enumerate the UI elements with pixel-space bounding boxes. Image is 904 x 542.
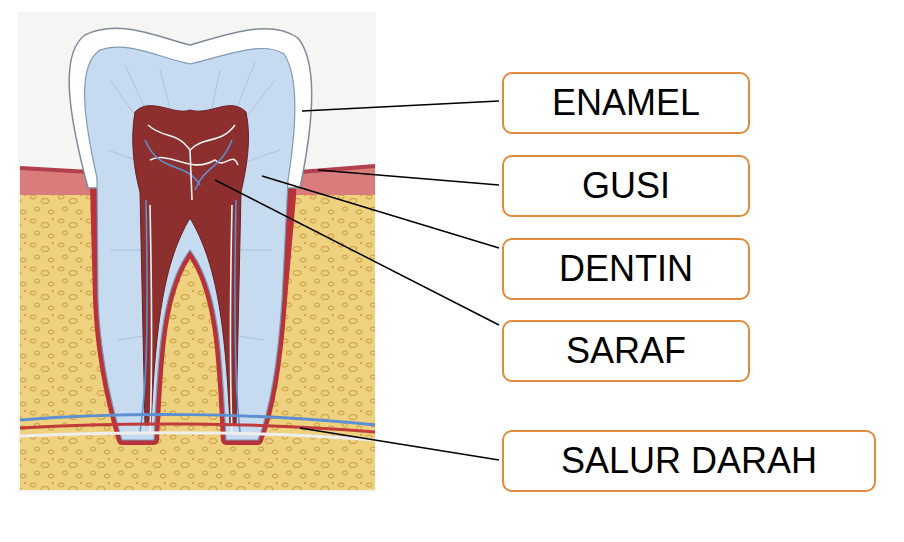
part-label: ENAMEL: [552, 83, 700, 123]
nerve: [231, 205, 233, 432]
tubule: [160, 70, 170, 108]
dentin: [85, 47, 295, 440]
bottom-vessels: [20, 415, 375, 440]
nerve: [190, 150, 192, 200]
paper-ground: [18, 12, 376, 492]
leader-line: [302, 101, 499, 111]
part-label: SARAF: [566, 331, 686, 371]
tubule: [125, 65, 145, 108]
leader-line: [262, 176, 499, 248]
pulp-vessels: [140, 125, 240, 432]
tubule: [110, 80, 135, 115]
tubule: [212, 70, 220, 108]
tubule: [238, 62, 255, 105]
part-label: GUSI: [582, 166, 670, 206]
part-label: DENTIN: [559, 249, 693, 289]
vein: [235, 200, 240, 432]
label-box: ENAMEL: [502, 72, 750, 134]
tubule: [238, 250, 272, 251]
nerve: [20, 433, 375, 440]
tubule: [110, 250, 143, 251]
nerve: [150, 205, 152, 432]
tubule: [246, 150, 280, 162]
label-box: GUSI: [502, 155, 750, 217]
vein: [140, 200, 147, 432]
label-box: SARAF: [502, 320, 750, 382]
tubule: [248, 80, 275, 115]
part-label: SALUR DARAH: [561, 441, 817, 481]
gum-edge: [20, 168, 90, 172]
vein: [195, 140, 232, 190]
leader-lines: [215, 101, 499, 460]
nerve: [148, 125, 235, 150]
leader-line: [215, 180, 499, 325]
leader-line: [300, 428, 499, 460]
tubule: [108, 150, 136, 160]
leader-line: [318, 170, 499, 185]
label-box: SALUR DARAH: [502, 430, 876, 492]
label-box: DENTIN: [502, 238, 750, 300]
